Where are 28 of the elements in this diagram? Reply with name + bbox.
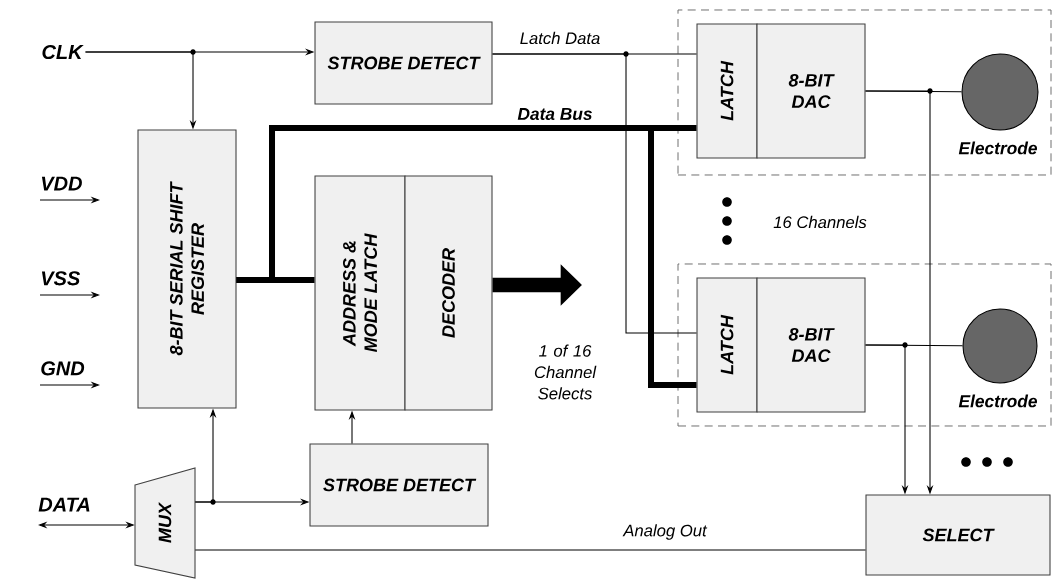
bus-line bbox=[236, 125, 697, 388]
channel-count-label: 16 Channels bbox=[773, 215, 867, 229]
edge-label: Data Bus bbox=[516, 106, 594, 122]
latch-box: LATCH bbox=[696, 23, 758, 159]
select-box: SELECT bbox=[865, 494, 1051, 576]
pin-label: DATA bbox=[38, 497, 90, 512]
strobe-detect-box: STROBE DETECT bbox=[309, 443, 489, 527]
dac-box: 8-BIT DAC bbox=[756, 277, 866, 413]
mux-trapezoid: MUX bbox=[134, 467, 196, 579]
electrode-label: Electrode bbox=[958, 394, 1037, 408]
connector-line bbox=[194, 549, 866, 551]
dac-box: 8-BIT DAC bbox=[756, 23, 866, 159]
channel-group-frame bbox=[677, 263, 1052, 427]
pin-label: VDD bbox=[41, 176, 82, 191]
electrode-label: Electrode bbox=[958, 141, 1037, 155]
strobe-detect-box: STROBE DETECT bbox=[314, 21, 493, 105]
latch-box: ADDRESS & MODE LATCH bbox=[314, 175, 406, 411]
edge-label: Analog Out bbox=[622, 522, 709, 542]
decoder-box: DECODER bbox=[404, 175, 493, 411]
channel-select-label: 1 of 16 Channel Selects bbox=[534, 344, 597, 400]
pin-label: CLK bbox=[42, 44, 84, 60]
channel-group-frame bbox=[677, 9, 1052, 176]
connector-line bbox=[492, 53, 697, 334]
latch-box: LATCH bbox=[696, 277, 758, 413]
pin-label: GND bbox=[41, 361, 85, 376]
pin-label: VSS bbox=[41, 271, 81, 286]
register-box: 8-BIT SERIAL SHIFT REGISTER bbox=[137, 129, 237, 409]
edge-label: Latch Data bbox=[518, 30, 602, 46]
